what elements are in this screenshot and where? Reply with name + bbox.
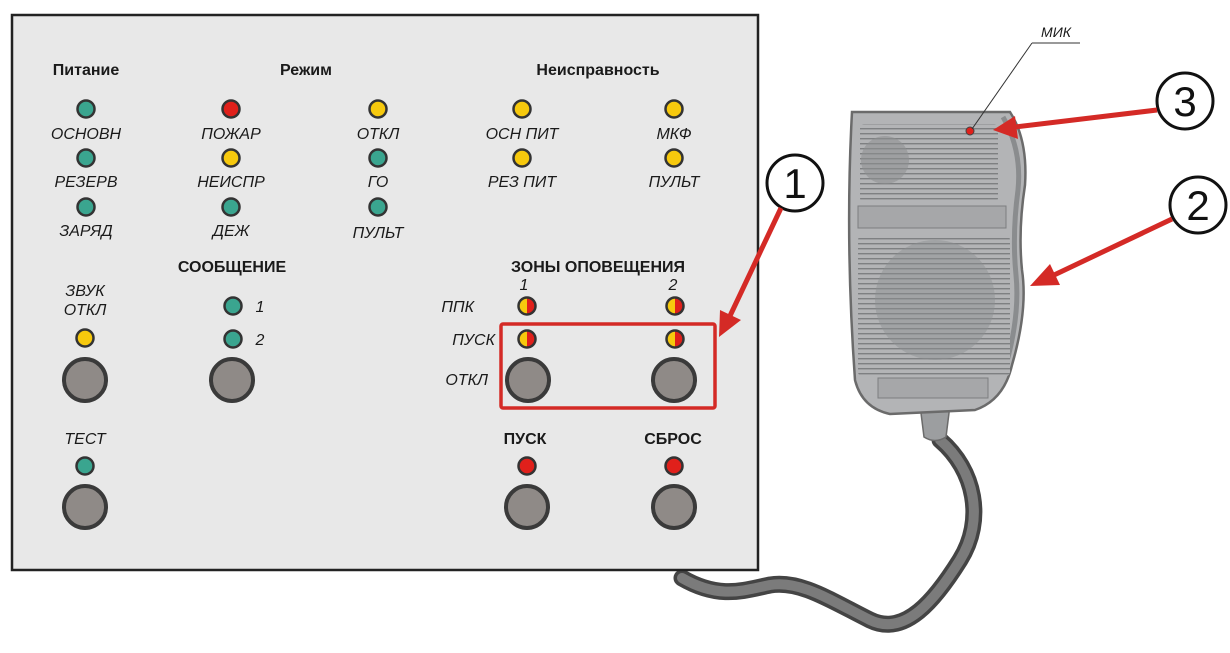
callout-1: 1 [765, 153, 825, 213]
label-message-2: 2 [255, 332, 265, 349]
led-zone2-ppk [665, 296, 685, 316]
led-message-1 [223, 296, 243, 316]
led-off [368, 99, 388, 119]
svg-text:3: 3 [1173, 78, 1196, 125]
zone1-off-button[interactable] [505, 357, 551, 403]
label-zone-off: ОТКЛ [445, 372, 488, 389]
label-reserve: РЕЗЕРВ [55, 174, 118, 191]
led-console-fault [664, 148, 684, 168]
led-charge [76, 197, 96, 217]
control-panel [10, 13, 760, 572]
label-message-1: 1 [256, 299, 265, 316]
led-fault-mode [221, 148, 241, 168]
led-sound-off [75, 328, 95, 348]
highlight-box-zones [499, 322, 717, 410]
label-mic: МИК [1041, 24, 1072, 40]
led-go [368, 148, 388, 168]
led-duty [221, 197, 241, 217]
label-console-fault: ПУЛЬТ [649, 174, 701, 191]
led-reserve-power-fault [512, 148, 532, 168]
arrow-1 [719, 206, 784, 337]
message-button[interactable] [209, 357, 255, 403]
led-reserve-power [76, 148, 96, 168]
header-reset: СБРОС [644, 431, 702, 448]
led-test [75, 456, 95, 476]
label-fire: ПОЖАР [201, 126, 261, 143]
zone2-off-button[interactable] [651, 357, 697, 403]
led-main-power-fault [512, 99, 532, 119]
mic-leader-line [971, 42, 1033, 130]
label-sound-off: ОТКЛ [64, 302, 107, 319]
arrow-3 [993, 107, 1158, 139]
header-start: ПУСК [504, 431, 547, 448]
header-mode: Режим [280, 62, 332, 79]
label-ppk: ППК [441, 299, 475, 316]
microphone [847, 110, 1027, 442]
label-sound: ЗВУК [65, 283, 106, 300]
label-duty: ДЕЖ [211, 223, 251, 240]
label-go: ГО [368, 174, 389, 191]
arrow-2 [1030, 216, 1174, 286]
header-message: СООБЩЕНИЕ [178, 259, 287, 276]
label-main-power: ОСН ПИТ [486, 126, 560, 143]
header-fault: Неисправность [536, 62, 659, 79]
label-mic-fault: МКФ [656, 126, 691, 143]
label-test: ТЕСТ [64, 431, 106, 448]
led-start [517, 456, 537, 476]
led-message-2 [223, 329, 243, 349]
reset-button[interactable] [651, 484, 697, 530]
svg-text:2: 2 [1186, 182, 1209, 229]
test-button[interactable] [62, 484, 108, 530]
label-zone-2: 2 [668, 277, 678, 294]
label-charge: ЗАРЯД [59, 223, 112, 240]
label-main: ОСНОВН [51, 126, 122, 143]
led-zone2-start [665, 329, 685, 349]
svg-text:1: 1 [783, 160, 806, 207]
sound-off-button[interactable] [62, 357, 108, 403]
label-fault-mode: НЕИСПР [197, 174, 265, 191]
led-zone1-ppk [517, 296, 537, 316]
header-power: Питание [53, 62, 120, 79]
header-zones: ЗОНЫ ОПОВЕЩЕНИЯ [511, 259, 685, 276]
label-off: ОТКЛ [357, 126, 400, 143]
start-button[interactable] [504, 484, 550, 530]
label-zone-1: 1 [520, 277, 529, 294]
led-console [368, 197, 388, 217]
label-zone-start: ПУСК [452, 332, 496, 349]
label-console: ПУЛЬТ [353, 225, 405, 242]
label-reserve-power: РЕЗ ПИТ [488, 174, 557, 191]
led-mic-fault [664, 99, 684, 119]
led-main-power [76, 99, 96, 119]
callout-2: 2 [1168, 175, 1228, 235]
led-fire [221, 99, 241, 119]
led-zone1-start [517, 329, 537, 349]
callout-3: 3 [1155, 71, 1215, 131]
led-reset [664, 456, 684, 476]
